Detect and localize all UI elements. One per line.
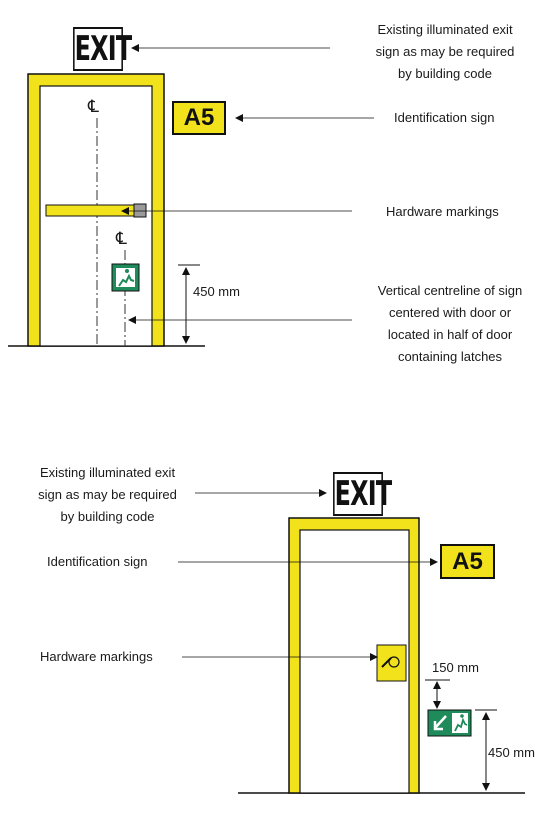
panic-bar-latch <box>133 203 147 218</box>
exit-pictogram-sign <box>111 263 140 292</box>
identification-sign: A5 <box>440 544 495 579</box>
exit-sign-label: Existing illuminated exit sign as may be… <box>375 22 515 81</box>
exit-sign-label: Existing illuminated exit sign as may be… <box>38 465 177 524</box>
identification-sign-label: Identification sign <box>47 554 148 569</box>
panic-bar <box>45 204 139 217</box>
top-diagram <box>8 44 374 347</box>
exit-pictogram-sign <box>427 709 472 737</box>
dimension-450-label: 450 mm <box>488 745 535 760</box>
identification-sign-label: Identification sign <box>394 110 495 125</box>
dimension-450-label: 450 mm <box>193 284 240 299</box>
centreline-symbol: ℄ <box>116 229 127 248</box>
centreline-label: Vertical centreline of sign centered wit… <box>377 283 523 364</box>
dimension-150-label: 150 mm <box>432 660 479 675</box>
lever-handle-plate <box>376 644 407 682</box>
bottom-diagram <box>178 489 525 794</box>
hardware-markings-label: Hardware markings <box>40 649 153 664</box>
exit-sign: EXIT <box>333 472 392 516</box>
centreline-symbol: ℄ <box>88 97 99 116</box>
identification-sign: A5 <box>172 101 226 135</box>
hardware-markings-label: Hardware markings <box>386 204 499 219</box>
exit-sign: EXIT <box>73 27 132 71</box>
